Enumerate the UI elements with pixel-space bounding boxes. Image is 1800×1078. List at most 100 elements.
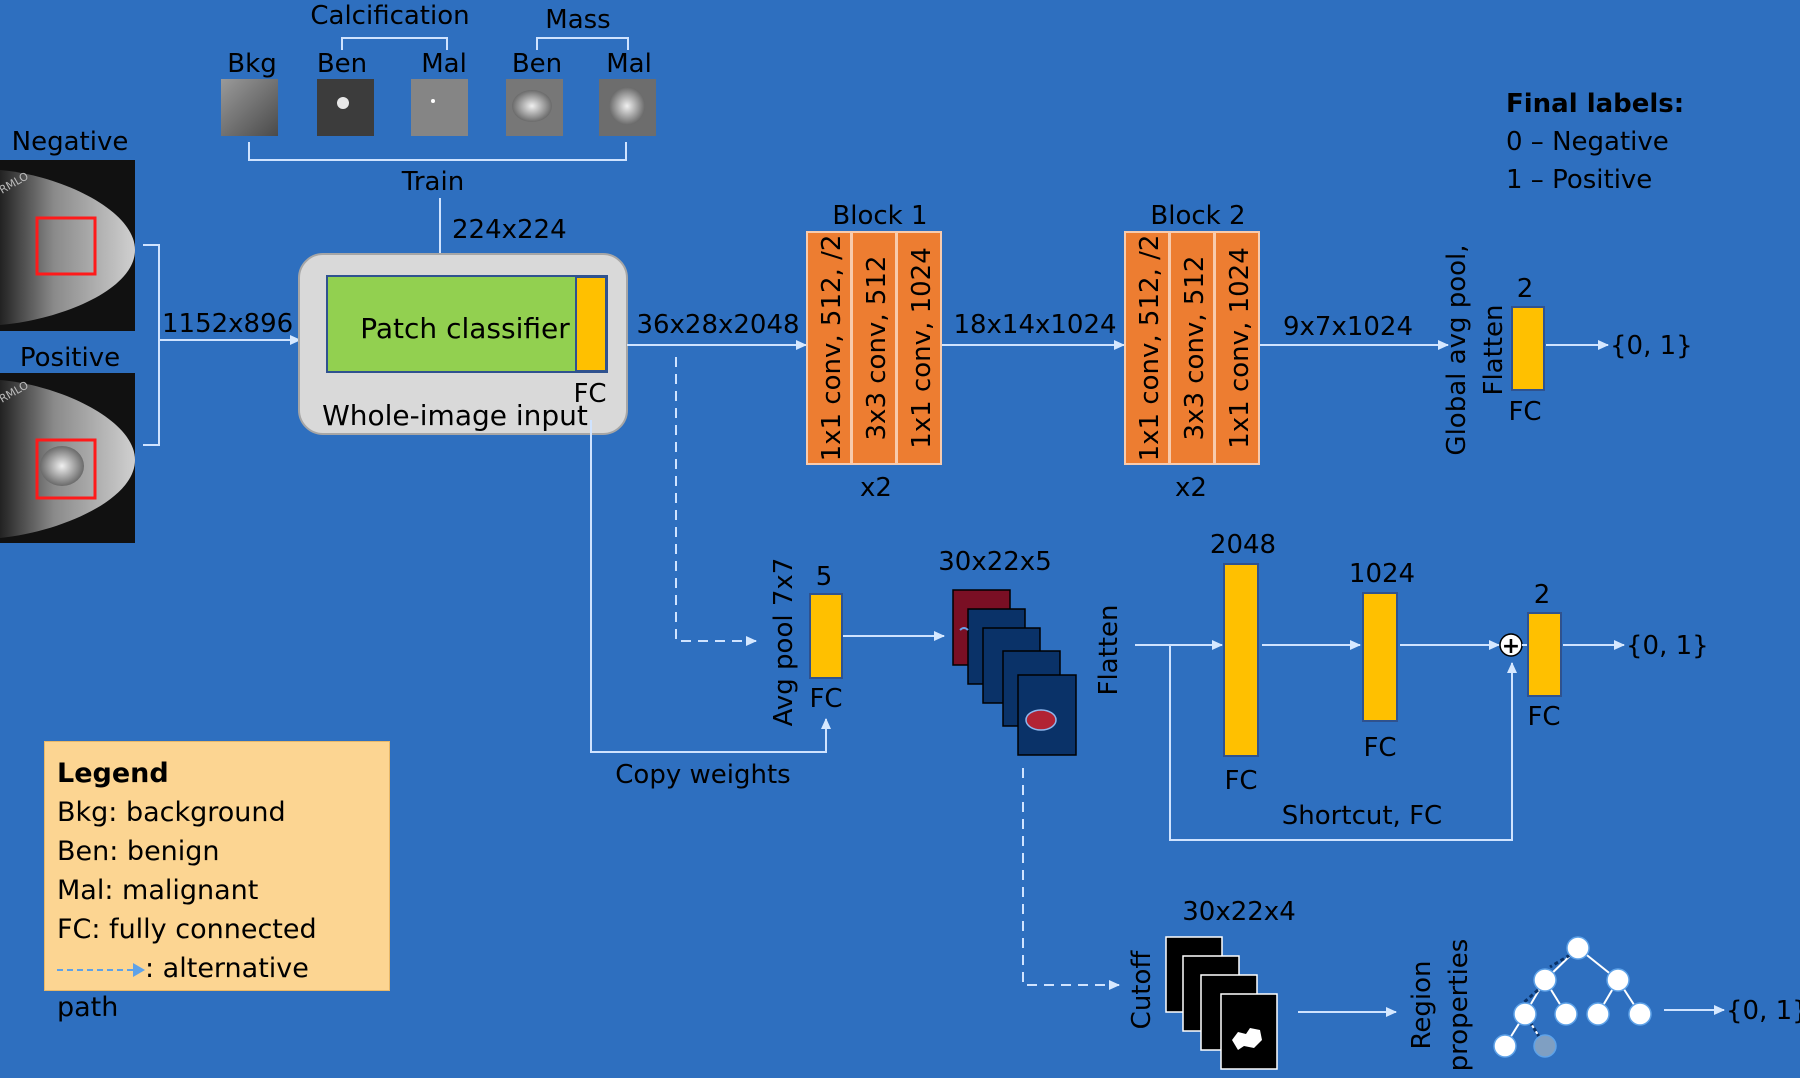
- block2-layer-1-label: 1x1 conv, 512, /2: [1135, 235, 1165, 462]
- block1-title: Block 1: [832, 201, 927, 231]
- final-label-positive: 1 – Positive: [1506, 165, 1652, 195]
- heatmap-lesion: [1025, 709, 1057, 731]
- train-bracket: [248, 142, 627, 161]
- legend-item-ben: Ben: benign: [57, 836, 220, 867]
- legend-item-mal: Mal: malignant: [57, 875, 259, 906]
- avg-pool-label: Avg pool 7x7: [769, 558, 799, 727]
- block2-title: Block 2: [1150, 201, 1245, 231]
- decision-tree-icon: [1493, 936, 1652, 1058]
- region-output: {0, 1}: [1726, 996, 1800, 1026]
- patch-bkg: [221, 79, 278, 136]
- whole-image-input-label: Whole-image input: [322, 399, 588, 432]
- patch-label-ben-mass: Ben: [512, 49, 562, 79]
- negative-mammogram: RMLO: [0, 160, 135, 331]
- main-fc-label: FC: [1508, 397, 1541, 427]
- positive-mammogram: RMLO: [0, 373, 135, 543]
- heatmap-dims: 30x22x5: [938, 547, 1051, 577]
- legend-alt-path-text: : alternative path: [57, 953, 309, 1023]
- dim-after-block2: 9x7x1024: [1283, 312, 1413, 342]
- alt-path-to-avg-pool: [675, 357, 757, 646]
- train-patch-images: [221, 79, 656, 136]
- dim-after-patch: 36x28x2048: [636, 310, 799, 340]
- calcification-label: Calcification: [310, 1, 469, 31]
- patch-mal-calc: [411, 79, 468, 136]
- image-size-label: 1152x896: [162, 309, 293, 339]
- patch-label-mal-calc: Mal: [421, 49, 467, 79]
- mass-label: Mass: [545, 5, 610, 35]
- fc1024-units: 1024: [1349, 559, 1415, 589]
- block1-layer-3: [896, 231, 942, 465]
- positive-roi-box: [35, 438, 97, 500]
- legend-item-bkg: Bkg: background: [57, 797, 286, 828]
- positive-label: Positive: [20, 343, 120, 373]
- fc2048: [1223, 563, 1259, 757]
- calcification-bracket: [341, 37, 448, 50]
- block1-layer-3-label: 1x1 conv, 1024: [907, 247, 937, 449]
- fc2048-label: FC: [1224, 766, 1257, 796]
- shortcut-label: Shortcut, FC: [1282, 801, 1442, 831]
- cutoff-dims: 30x22x4: [1182, 897, 1295, 927]
- global-pool-label: Global avg pool,: [1442, 244, 1472, 455]
- legend-title: Legend: [57, 758, 169, 789]
- sum-symbol: +: [1502, 634, 1520, 659]
- patch-classifier-fc: [575, 276, 607, 372]
- block2-layer-2: [1169, 231, 1215, 465]
- copy-weights-path: [590, 420, 831, 753]
- dashed-arrow-icon: [57, 962, 145, 977]
- block2: 1x1 conv, 512, /2 3x3 conv, 512 1x1 conv…: [1124, 231, 1260, 465]
- mass-bracket: [536, 37, 629, 50]
- fc1024: [1362, 592, 1398, 722]
- block2-layer-3: [1214, 231, 1260, 465]
- negative-label: Negative: [12, 127, 129, 157]
- cutoff-label: Cutoff: [1127, 950, 1157, 1030]
- block1-repeat: x2: [860, 473, 892, 503]
- heatmap-stack: [952, 589, 1077, 756]
- heatmap-output: {0, 1}: [1626, 631, 1709, 661]
- fc2-label: FC: [1527, 702, 1560, 732]
- negative-roi-box: [35, 216, 97, 276]
- fc2: [1527, 612, 1562, 697]
- main-fc-units: 2: [1517, 274, 1534, 304]
- patch-label-ben-calc: Ben: [317, 49, 367, 79]
- final-labels-title: Final labels:: [1506, 89, 1684, 119]
- cutoff-lesion: [1232, 1028, 1262, 1050]
- patch-label-mal-mass: Mal: [606, 49, 652, 79]
- input-bracket: [143, 244, 160, 446]
- legend-item-alt-path: : alternative path: [57, 949, 377, 1027]
- fc2-units: 2: [1534, 580, 1551, 610]
- flatten-label-main: Flatten: [1479, 305, 1509, 396]
- train-label: Train: [401, 167, 464, 197]
- heatmap-fc-units: 5: [816, 562, 833, 592]
- final-label-negative: 0 – Negative: [1506, 127, 1669, 157]
- patch-size-label: 224x224: [452, 215, 567, 245]
- block1-layer-2: [851, 231, 897, 465]
- legend-item-fc: FC: fully connected: [57, 914, 317, 945]
- region-label-line2: properties: [1444, 939, 1474, 1072]
- main-fc: [1511, 306, 1545, 391]
- fc1024-label: FC: [1363, 733, 1396, 763]
- copy-weights-label: Copy weights: [615, 760, 790, 790]
- patch-classifier-box: [326, 275, 608, 373]
- patch-label-bkg: Bkg: [227, 49, 276, 79]
- block1-layer-1-label: 1x1 conv, 512, /2: [817, 235, 847, 462]
- block1-layer-2-label: 3x3 conv, 512: [862, 256, 892, 441]
- block2-layer-2-label: 3x3 conv, 512: [1180, 256, 1210, 441]
- alt-path-to-cutoff: [1022, 768, 1120, 990]
- shortcut-path: [1169, 645, 1517, 841]
- fc2048-units: 2048: [1210, 530, 1276, 560]
- dim-after-block1: 18x14x1024: [953, 310, 1116, 340]
- block2-layer-1: [1124, 231, 1170, 465]
- legend-box: Legend Bkg: background Ben: benign Mal: …: [44, 741, 390, 1023]
- main-output: {0, 1}: [1610, 331, 1693, 361]
- flatten-label-heatmap: Flatten: [1094, 605, 1124, 696]
- block2-repeat: x2: [1175, 473, 1207, 503]
- block1-layer-1: [806, 231, 852, 465]
- region-label-line1: Region: [1407, 960, 1437, 1049]
- block2-layer-3-label: 1x1 conv, 1024: [1225, 247, 1255, 449]
- heatmap-fc: [809, 593, 843, 679]
- heatmap-fc-label: FC: [809, 684, 842, 714]
- patch-classifier-fc-label: FC: [573, 379, 606, 409]
- cutoff-stack: [1165, 936, 1278, 1070]
